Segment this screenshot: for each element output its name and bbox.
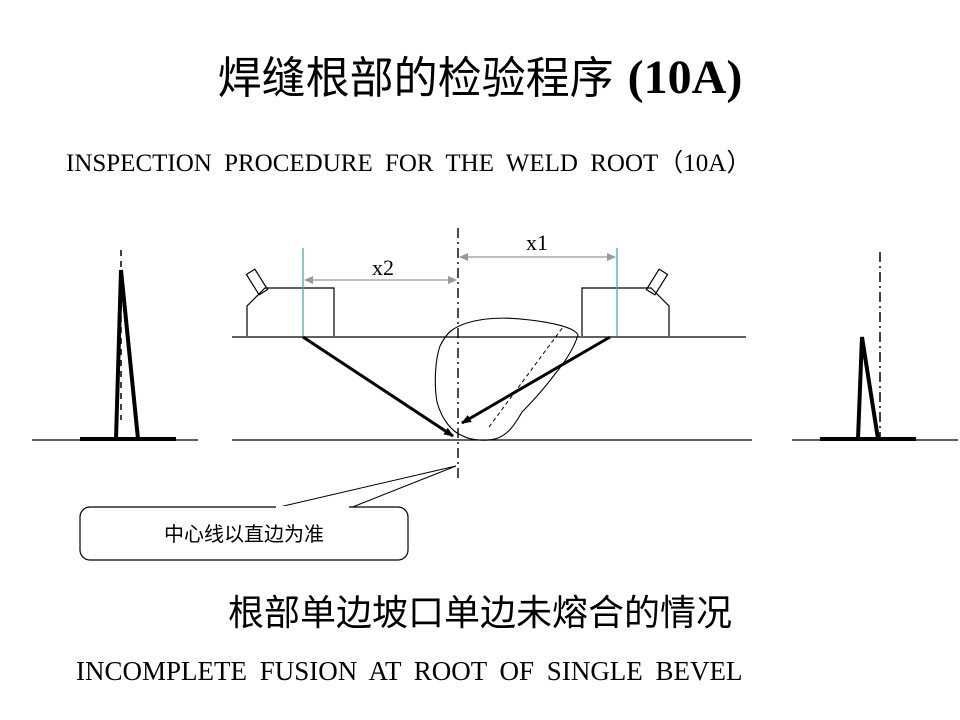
right-probe bbox=[581, 248, 670, 336]
title-code: (10A) bbox=[627, 51, 743, 104]
right-ascan-display bbox=[792, 252, 958, 441]
left-probe-cable-stub bbox=[245, 268, 269, 296]
left-probe-body bbox=[246, 287, 335, 336]
left-probe bbox=[245, 248, 335, 336]
weld-bead-outline bbox=[434, 317, 579, 441]
right-sound-beam bbox=[461, 335, 611, 425]
left-ascan-echo-peak bbox=[114, 269, 140, 440]
callout-box bbox=[79, 506, 409, 561]
subtitle-english: INSPECTION PROCEDURE FOR THE WELD ROOT（1… bbox=[66, 150, 752, 177]
left-sound-beam bbox=[302, 335, 454, 438]
right-probe-body bbox=[581, 287, 670, 336]
x2-label: x2 bbox=[372, 255, 394, 280]
callout-pointer bbox=[274, 465, 457, 509]
centerline-callout: 中心线以直边为准 bbox=[79, 465, 457, 561]
weld-plate bbox=[232, 336, 752, 441]
bevel-fusion-line bbox=[488, 326, 564, 428]
callout-text: 中心线以直边为准 bbox=[164, 522, 324, 546]
right-probe-cable-stub bbox=[645, 268, 669, 296]
page-title: 焊缝根部的检验程序 (10A) bbox=[0, 42, 960, 106]
caption-english: INCOMPLETE FUSION AT ROOT OF SINGLE BEVE… bbox=[76, 656, 743, 686]
title-chinese: 焊缝根部的检验程序 bbox=[217, 53, 614, 104]
x1-label: x1 bbox=[526, 230, 548, 255]
right-ascan-echo-peak bbox=[856, 336, 880, 440]
caption-chinese: 根部单边坡口单边未熔合的情况 bbox=[227, 593, 732, 634]
left-ascan-display bbox=[32, 250, 198, 441]
